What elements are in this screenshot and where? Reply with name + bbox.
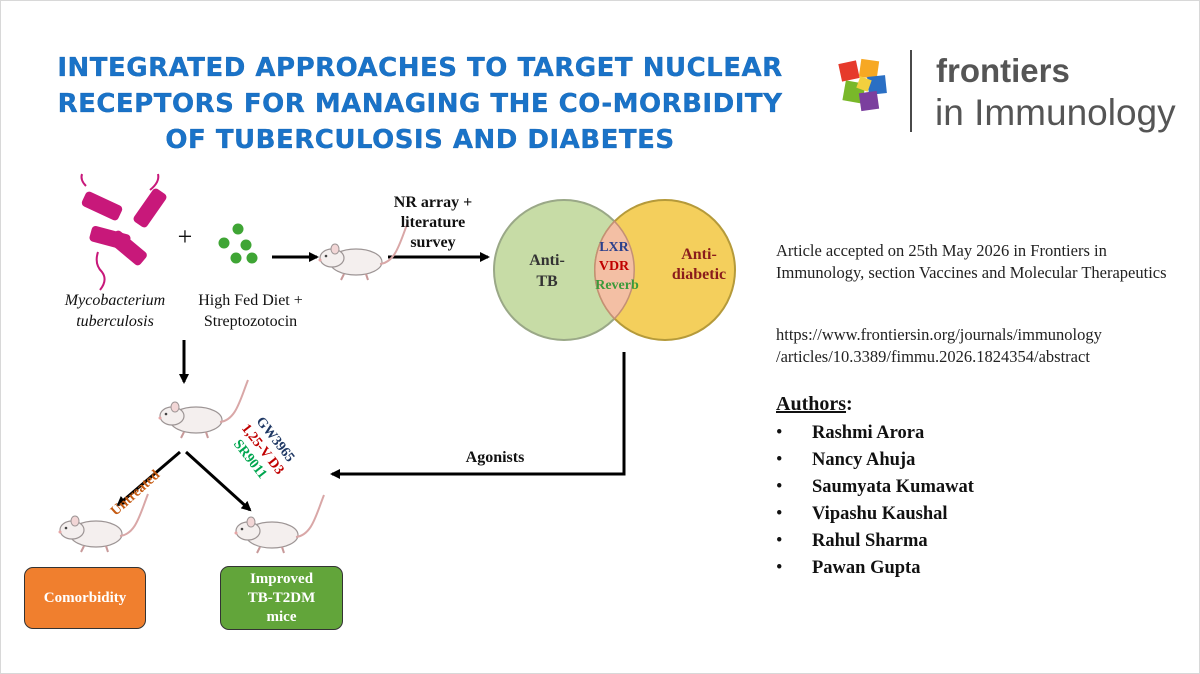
author-name: Saumyata Kumawat (812, 477, 974, 497)
page-title: Integrated approaches to target nuclear … (57, 53, 783, 155)
diet-pellets-icon (218, 223, 258, 264)
venn-vdr-label: VDR (599, 259, 630, 274)
venn-anti-diabetic-label: diabetic (672, 266, 726, 283)
bacteria-icon (80, 173, 167, 291)
author-name: Rashmi Arora (812, 423, 925, 443)
author-item: • Rashmi Arora (776, 420, 974, 447)
bullet: • (776, 477, 783, 497)
comorbidity-box: Comorbidity (24, 567, 146, 629)
diet-label-line1: High Fed Diet + (198, 292, 303, 309)
author-item: • Nancy Ahuja (776, 447, 974, 474)
article-url-line2[interactable]: /articles/10.3389/fimmu.2026.1824354/abs… (776, 347, 1090, 366)
authors-heading-text: Authors (776, 393, 847, 415)
bullet: • (776, 558, 783, 578)
article-url[interactable]: https://www.frontiersin.org/journals/imm… (776, 324, 1186, 368)
plus-sign: + (177, 222, 193, 251)
authors-list: • Rashmi Arora • Nancy Ahuja • Saumyata Kum… (776, 420, 974, 582)
author-name: Rahul Sharma (812, 531, 928, 551)
authors-heading: Authors: (776, 393, 853, 416)
venn-lxr-label: LXR (599, 240, 629, 255)
nr-label-line1: NR array + (393, 194, 473, 211)
mtb-label-line1: Mycobacterium (64, 292, 166, 309)
improved-line3: mice (266, 608, 297, 625)
frontiers-cube-logo (838, 58, 887, 112)
article-info: Article accepted on 25th May 2026 in Fro… (776, 241, 1167, 282)
diet-label-line2: Streptozotocin (203, 313, 298, 330)
venn-anti-tb-label: Anti- (529, 252, 565, 269)
venn-diagram: Anti- TB Anti- diabetic LXR VDR Reverb (493, 199, 736, 341)
logo-divider (910, 50, 912, 132)
author-name: Nancy Ahuja (812, 450, 916, 470)
diet-label: High Fed Diet + Streptozotocin (188, 290, 313, 332)
nr-array-label: NR array + literature survey (378, 193, 488, 253)
nr-label-line2: literature (400, 214, 466, 231)
journal-name: frontiers (936, 52, 1070, 89)
journal-subtitle: in Immunology (935, 92, 1176, 133)
author-item: • Pawan Gupta (776, 555, 974, 582)
mouse-icon (233, 494, 325, 554)
mouse-icon (157, 379, 249, 439)
improved-line1: Improved (249, 570, 314, 587)
agonists-label: Agonists (465, 449, 525, 466)
pathway-diagram: Anti- TB Anti- diabetic LXR VDR Reverb U… (57, 173, 736, 554)
authors-heading-colon: : (846, 393, 853, 415)
venn-anti-tb-label: TB (536, 273, 558, 290)
article-url-line1[interactable]: https://www.frontiersin.org/journals/imm… (776, 325, 1102, 344)
bullet: • (776, 504, 783, 524)
bullet: • (776, 450, 783, 470)
untreated-label: Untreated (108, 467, 163, 519)
treatment-labels: GW3965 1,25-V D3 SR9011 (230, 414, 297, 482)
nr-label-line3: survey (410, 234, 456, 251)
author-item: • Saumyata Kumawat (776, 474, 974, 501)
venn-reverb-label: Reverb (595, 278, 639, 293)
mtb-label-line2: tuberculosis (76, 313, 154, 330)
improved-line2: TB-T2DM (247, 589, 316, 606)
bullet: • (776, 423, 783, 443)
author-name: Vipashu Kaushal (812, 504, 948, 524)
bullet: • (776, 531, 783, 551)
author-item: • Rahul Sharma (776, 528, 974, 555)
venn-anti-diabetic-label: Anti- (681, 246, 717, 263)
mtb-label: Mycobacterium tuberculosis (40, 290, 190, 332)
author-item: • Vipashu Kaushal (776, 501, 974, 528)
author-name: Pawan Gupta (812, 558, 921, 578)
improved-box: Improved TB-T2DM mice (220, 566, 343, 630)
